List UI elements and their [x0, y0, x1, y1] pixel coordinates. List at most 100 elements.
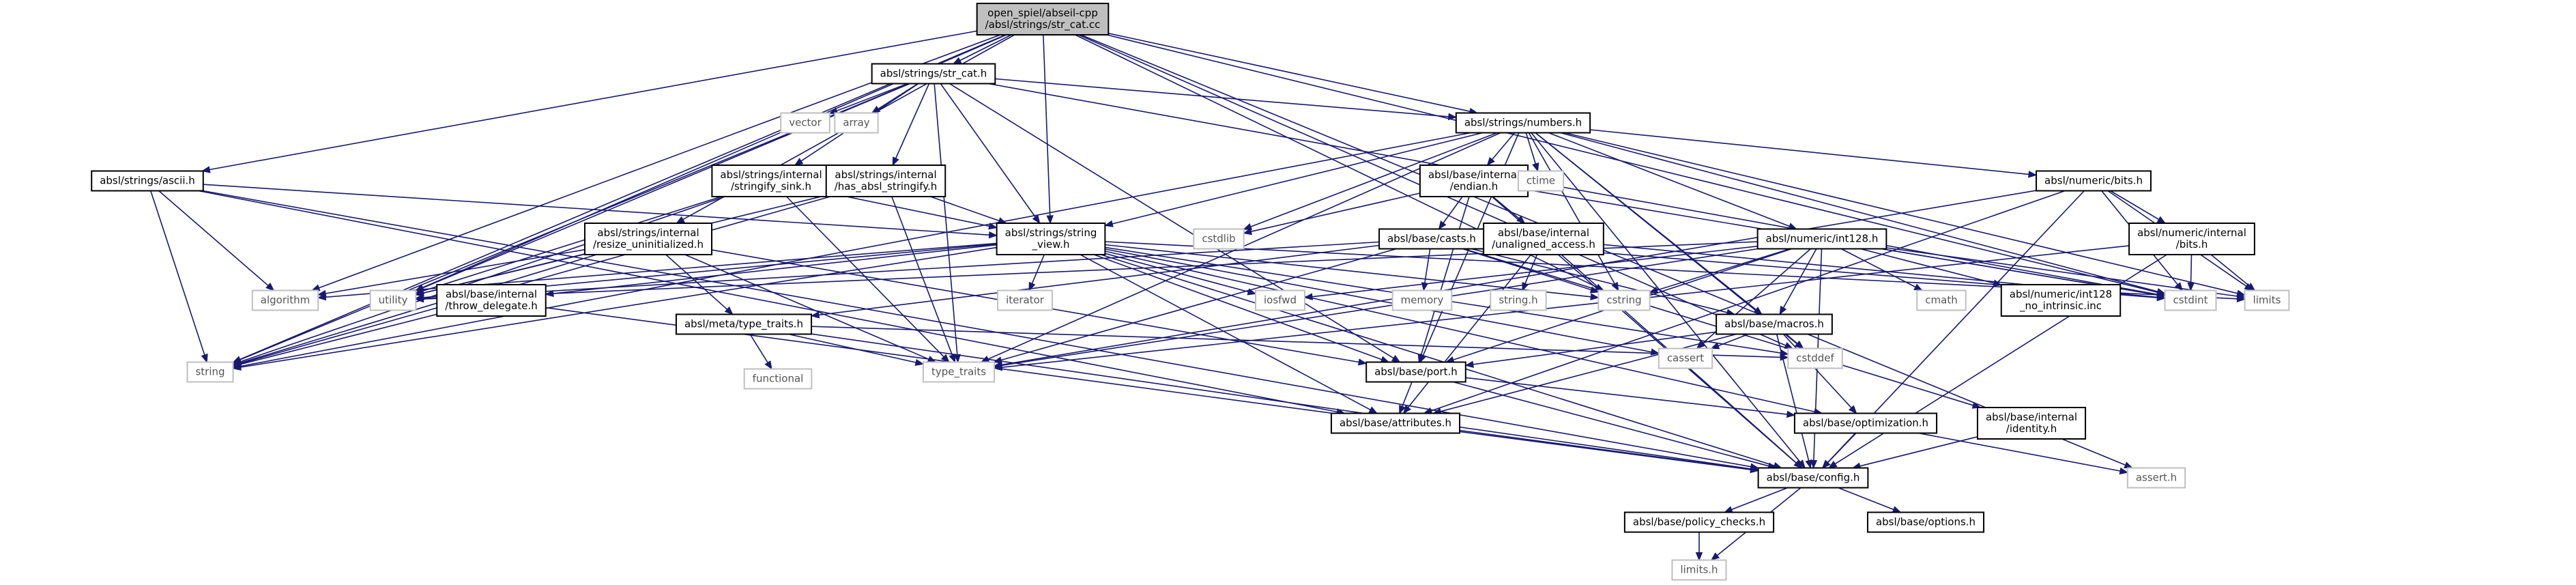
node-label: /resize_uninitialized.h — [593, 238, 704, 251]
node-label: absl/base/attributes.h — [1340, 417, 1451, 429]
node-resize-uninitialized-h[interactable]: absl/strings/internal/resize_uninitializ… — [583, 223, 713, 255]
node-policy-checks-h[interactable]: absl/base/policy_checks.h — [1623, 511, 1775, 533]
node-label: absl/base/internal — [446, 288, 537, 300]
edge-arrowhead — [1710, 552, 1720, 561]
node-label: memory — [1401, 294, 1444, 306]
node-label: cassert — [1667, 352, 1704, 365]
node-ascii-h[interactable]: absl/strings/ascii.h — [91, 170, 204, 192]
node-label: absl/base/port.h — [1374, 366, 1458, 378]
edge-arrowhead — [1399, 404, 1406, 414]
node-attributes-h[interactable]: absl/base/attributes.h — [1330, 412, 1461, 434]
node-box — [1517, 170, 1565, 192]
node-label: cstdint — [2173, 294, 2208, 306]
edge-line — [1838, 487, 1894, 511]
node-port-h[interactable]: absl/base/port.h — [1365, 361, 1466, 383]
edge-line — [203, 190, 1751, 468]
node-box — [997, 289, 1053, 311]
edge-arrowhead — [1368, 406, 1378, 414]
node-unaligned-access-h[interactable]: absl/base/internal/unaligned_access.h — [1483, 223, 1604, 255]
edge-line — [836, 83, 908, 112]
node-box — [2000, 284, 2122, 317]
edge-arrowhead — [1788, 223, 1797, 230]
node-options-h[interactable]: absl/base/options.h — [1866, 511, 1985, 533]
node-str-cat-h[interactable]: absl/strings/str_cat.h — [871, 63, 996, 85]
edge-line — [198, 190, 1337, 413]
edge-arrowhead — [1486, 156, 1495, 167]
edge-line — [1108, 33, 1471, 112]
node-root[interactable]: open_spiel/abseil-cpp/absl/strings/str_c… — [976, 3, 1110, 35]
edge-endian-h-to-casts-h — [1438, 196, 1463, 230]
node-config-h[interactable]: absl/base/config.h — [1757, 467, 1869, 489]
edge-line — [1407, 254, 1532, 408]
edge-line — [1465, 377, 1788, 415]
node-box — [369, 289, 417, 311]
edge-internal-bits-h-to-config-h — [1827, 254, 2167, 469]
edge-config-h-to-policy-checks-h — [1724, 487, 1788, 513]
edge-arrowhead — [1793, 459, 1803, 469]
edge-line — [818, 244, 1380, 316]
node-throw-delegate-h[interactable]: absl/base/internal/throw_delegate.h — [436, 284, 547, 317]
node-string-view-h[interactable]: absl/strings/string_view.h — [996, 223, 1106, 255]
edge-line — [1402, 382, 1413, 407]
node-int128-h[interactable]: absl/numeric/int128.h — [1756, 228, 1887, 250]
node-box — [1716, 313, 1833, 335]
edge-line — [1492, 196, 1520, 219]
edge-arrowhead — [1303, 293, 1313, 300]
node-label: cstddef — [1796, 352, 1834, 365]
edge-arrowhead — [1753, 306, 1763, 315]
node-label: open_spiel/abseil-cpp — [987, 7, 1098, 20]
edge-line — [2190, 254, 2193, 283]
edge-arrowhead — [1848, 405, 1857, 414]
edge-line — [1718, 333, 1749, 347]
edge-str-cat-h-to-type-traits — [934, 83, 961, 363]
edge-line — [1860, 248, 1995, 284]
edge-macros-h-to-port-h — [1464, 331, 1717, 368]
node-iosfwd: iosfwd — [1255, 289, 1305, 311]
node-bits-h[interactable]: absl/numeric/bits.h — [2036, 170, 2152, 192]
node-label: /identity.h — [2006, 423, 2057, 435]
node-internal-bits-h[interactable]: absl/numeric/internal/bits.h — [2128, 223, 2255, 255]
node-label: absl/numeric/internal — [2137, 227, 2246, 239]
node-optimization-h[interactable]: absl/base/optimization.h — [1793, 412, 1938, 434]
edge-internal-bits-h-to-limits — [2210, 254, 2256, 291]
edge-arrowhead — [1971, 401, 1982, 409]
node-box — [1793, 412, 1938, 434]
edge-line — [930, 196, 1000, 222]
node-endian-h[interactable]: absl/base/internal/endian.h — [1419, 165, 1529, 197]
edge-arrowhead — [1243, 227, 1253, 236]
node-label: absl/strings/ascii.h — [100, 175, 195, 187]
node-has-absl-stringify-h[interactable]: absl/strings/internal/has_absl_stringify… — [825, 165, 946, 197]
node-int128-no-intrinsic[interactable]: absl/numeric/int128_no_intrinsic.inc — [2000, 284, 2122, 317]
edge-line — [1001, 245, 2130, 368]
node-label: utility — [379, 294, 408, 306]
node-cstddef: cstddef — [1787, 347, 1843, 369]
edge-bits-h-to-internal-bits-h — [2110, 190, 2167, 224]
node-label: absl/numeric/int128.h — [1766, 233, 1879, 245]
edge-arrowhead — [1391, 355, 1401, 363]
node-cstring: cstring — [1597, 289, 1651, 311]
edge-arrowhead — [1417, 354, 1425, 363]
edge-line — [1782, 248, 1817, 309]
node-identity-h[interactable]: absl/base/internal/identity.h — [1976, 407, 2087, 440]
edge-line — [1093, 254, 1383, 360]
node-cstdint: cstdint — [2164, 289, 2217, 311]
edge-arrowhead — [1447, 113, 1458, 121]
edge-line — [684, 254, 929, 360]
edge-line — [1656, 248, 1791, 291]
node-label: absl/strings/string — [1005, 227, 1097, 239]
edge-arrowhead — [1810, 459, 1818, 469]
node-box — [1483, 223, 1604, 255]
node-numbers-h[interactable]: absl/strings/numbers.h — [1455, 112, 1591, 134]
node-stringify-sink-h[interactable]: absl/strings/internal/stringify_sink.h — [711, 165, 831, 197]
node-box — [825, 165, 946, 197]
edge-line — [1443, 196, 1463, 224]
node-box — [1391, 289, 1453, 311]
node-label: /has_absl_stringify.h — [835, 180, 938, 193]
node-macros-h[interactable]: absl/base/macros.h — [1716, 313, 1833, 335]
node-casts-h[interactable]: absl/base/casts.h — [1378, 228, 1485, 250]
node-ctime: ctime — [1517, 170, 1565, 192]
node-type-traits-h[interactable]: absl/meta/type_traits.h — [675, 313, 813, 335]
edge-line — [240, 254, 597, 364]
node-box — [1490, 289, 1547, 311]
edge-config-h-to-options-h — [1838, 487, 1902, 513]
